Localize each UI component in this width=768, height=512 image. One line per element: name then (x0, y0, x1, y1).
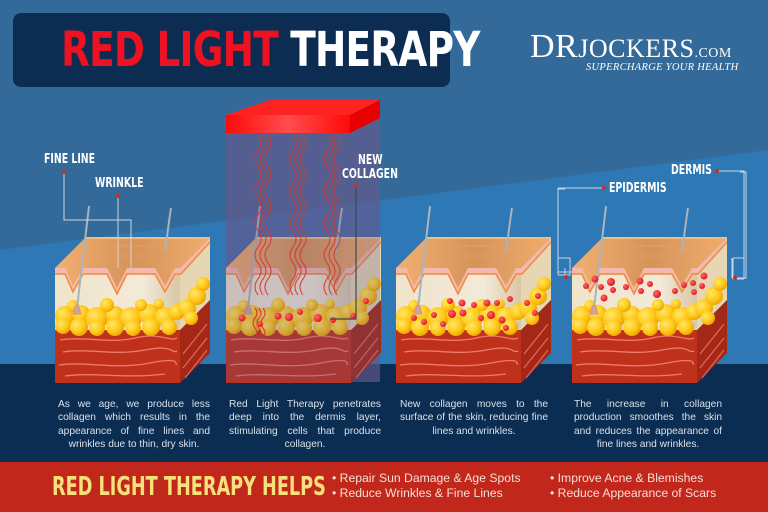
title-white-text: THERAPY (290, 22, 480, 78)
panel-3-description: New collagen moves to the surface of the… (400, 399, 548, 437)
logo-tagline: SUPERCHARGE YOUR HEALTH (586, 62, 739, 73)
panel-1-description: As we age, we produce less collagen whic… (58, 399, 210, 450)
benefits-list-2: • Improve Acne & Blemishes • Reduce Appe… (550, 471, 716, 501)
panel-4-description: The increase in collagen production smoo… (574, 399, 722, 450)
brand-logo: DRJOCKERS.COM SUPERCHARGE YOUR HEALTH (530, 28, 738, 74)
label-new-collagen-line1: NEW (358, 153, 383, 168)
benefits-title: RED LIGHT THERAPY HELPS (52, 472, 326, 502)
benefit-item: • Reduce Wrinkles & Fine Lines (332, 486, 503, 500)
logo-name: JOCKERS (578, 34, 695, 63)
label-epidermis: EPIDERMIS (609, 181, 667, 196)
panel-2-description: Red Light Therapy penetrates deep into t… (229, 399, 381, 450)
label-wrinkle: WRINKLE (95, 176, 144, 191)
title-banner: RED LIGHT THERAPY (13, 13, 480, 87)
benefits-band: RED LIGHT THERAPY HELPS • Repair Sun Dam… (0, 462, 768, 512)
benefit-item: • Reduce Appearance of Scars (550, 486, 717, 500)
benefit-item: • Repair Sun Damage & Age Spots (332, 471, 521, 485)
label-new-collagen-line2: COLLAGEN (342, 167, 398, 182)
page-title: RED LIGHT THERAPY (61, 19, 480, 81)
logo-com: .COM (694, 46, 732, 61)
benefits-list-1: • Repair Sun Damage & Age Spots • Reduce… (332, 471, 521, 501)
label-fine-line: FINE LINE (44, 152, 96, 167)
label-dermis: DERMIS (671, 163, 712, 178)
title-red-text: RED LIGHT (61, 22, 279, 78)
benefit-item: • Improve Acne & Blemishes (550, 471, 704, 485)
logo-dr: DR (530, 28, 579, 65)
